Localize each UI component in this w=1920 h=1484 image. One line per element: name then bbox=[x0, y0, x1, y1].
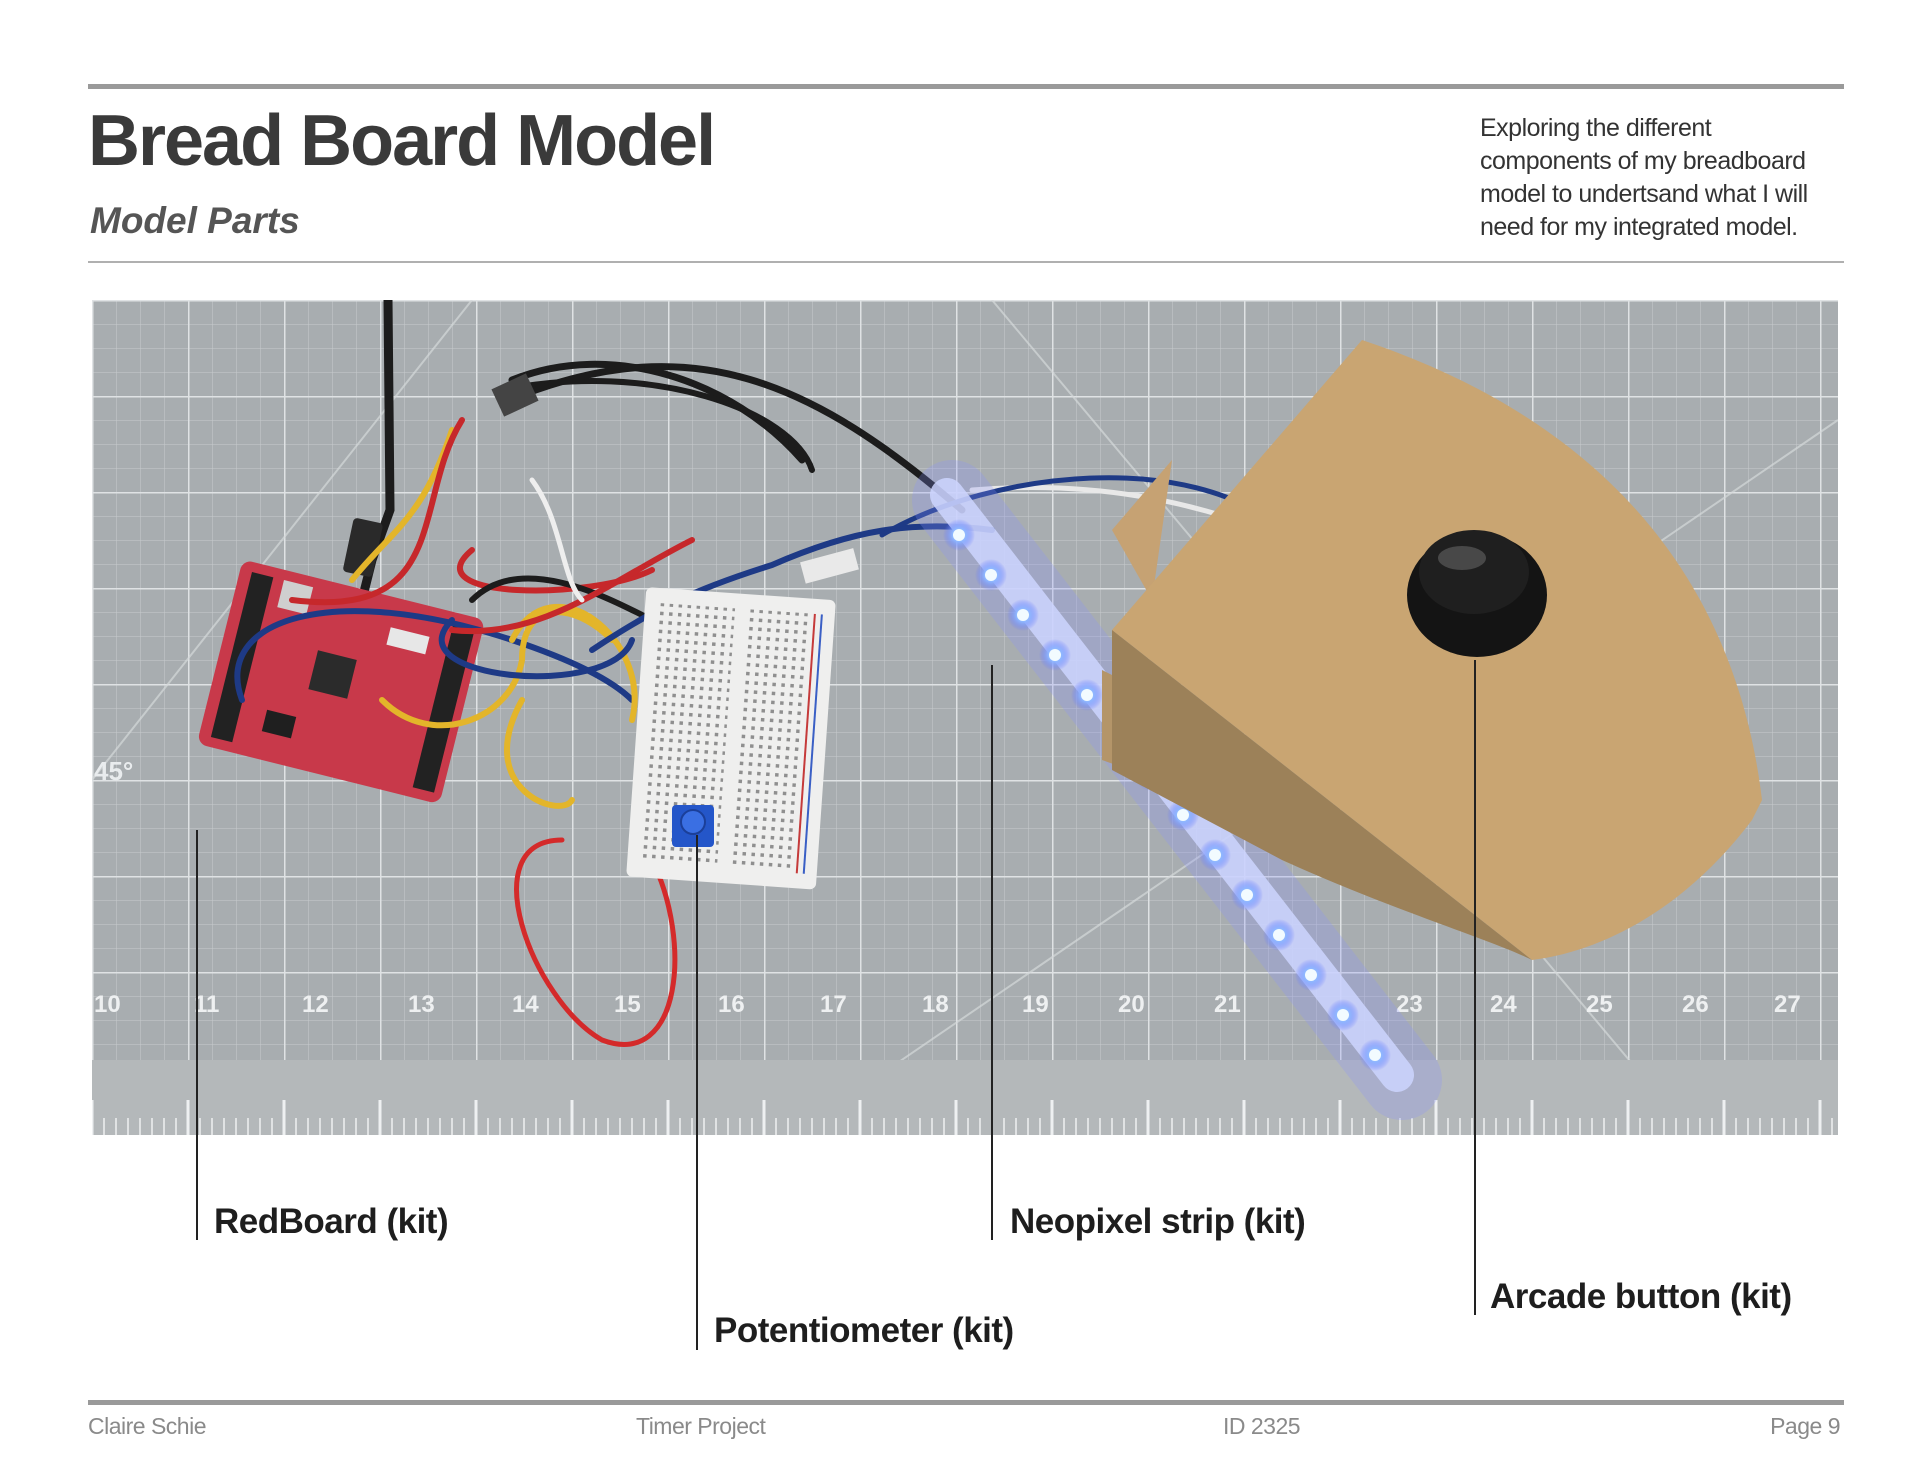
ruler-labels: 10 11 12 13 14 15 16 17 18 19 20 21 23 24 25 26 27 bbox=[94, 991, 1801, 1018]
redboard bbox=[198, 561, 484, 803]
neopixel-led bbox=[1369, 1049, 1381, 1061]
ruler-number: 21 bbox=[1214, 991, 1241, 1018]
neopixel-led bbox=[1017, 609, 1029, 621]
ruler-number: 26 bbox=[1682, 991, 1709, 1018]
page-subtitle: Model Parts bbox=[90, 200, 300, 241]
ruler-number: 12 bbox=[302, 991, 329, 1018]
cardboard-enclosure bbox=[1102, 340, 1762, 960]
redboard-leader bbox=[196, 830, 198, 1240]
arcade-button bbox=[1407, 530, 1547, 657]
ruler-number: 20 bbox=[1118, 991, 1145, 1018]
callout-potentiometer: Potentiometer (kit) bbox=[714, 1311, 1014, 1350]
neopixel-leader bbox=[991, 665, 993, 1240]
ruler-strip bbox=[92, 1060, 1838, 1135]
ruler-number: 15 bbox=[614, 991, 641, 1018]
ruler-number: 14 bbox=[512, 991, 539, 1018]
neopixel-led bbox=[1273, 929, 1285, 941]
callout-neopixel: Neopixel strip (kit) bbox=[1010, 1202, 1306, 1241]
neopixel-led bbox=[953, 529, 965, 541]
neopixel-led bbox=[1337, 1009, 1349, 1021]
footer-project: Timer Project bbox=[636, 1413, 766, 1439]
footer-author: Claire Schie bbox=[88, 1413, 207, 1439]
ruler-number: 10 bbox=[94, 991, 121, 1018]
footer-page: Page 9 bbox=[1770, 1413, 1840, 1439]
potentiometer bbox=[672, 805, 714, 847]
callout-arcade-button: Arcade button (kit) bbox=[1490, 1277, 1792, 1316]
ruler-number: 17 bbox=[820, 991, 847, 1018]
intro-text: Exploring the different components of my… bbox=[1480, 114, 1808, 241]
callout-redboard: RedBoard (kit) bbox=[214, 1202, 449, 1241]
ruler-number: 18 bbox=[922, 991, 949, 1018]
neopixel-led bbox=[1305, 969, 1317, 981]
neopixel-led bbox=[985, 569, 997, 581]
potentiometer-leader bbox=[696, 835, 698, 1350]
ruler-ticks bbox=[92, 1100, 1833, 1135]
footer-course: ID 2325 bbox=[1223, 1413, 1301, 1439]
ruler-number: 25 bbox=[1586, 991, 1613, 1018]
neopixel-led bbox=[1209, 849, 1221, 861]
angle-mark: 45° bbox=[94, 756, 133, 786]
neopixel-led bbox=[1081, 689, 1093, 701]
neopixel-led bbox=[1177, 809, 1189, 821]
ruler-number: 19 bbox=[1022, 991, 1049, 1018]
ruler-number: 13 bbox=[408, 991, 435, 1018]
arcade-button-leader bbox=[1474, 660, 1476, 1315]
neopixel-led bbox=[1049, 649, 1061, 661]
neopixel-led bbox=[1241, 889, 1253, 901]
top-rule bbox=[88, 84, 1844, 89]
ruler-number: 11 bbox=[194, 991, 219, 1018]
ruler-number: 23 bbox=[1396, 991, 1423, 1018]
footer-rule bbox=[88, 1400, 1844, 1405]
ruler-number: 16 bbox=[718, 991, 745, 1018]
breadboard bbox=[626, 587, 836, 890]
header-divider bbox=[88, 261, 1844, 263]
ruler-number: 27 bbox=[1774, 991, 1801, 1018]
breadboard-photo: 10 11 12 13 14 15 16 17 18 19 20 21 23 24 25 26 27 45° bbox=[92, 300, 1838, 1135]
ruler-number: 24 bbox=[1490, 991, 1517, 1018]
page-title: Bread Board Model bbox=[88, 101, 716, 181]
usb-cable bbox=[357, 300, 395, 605]
